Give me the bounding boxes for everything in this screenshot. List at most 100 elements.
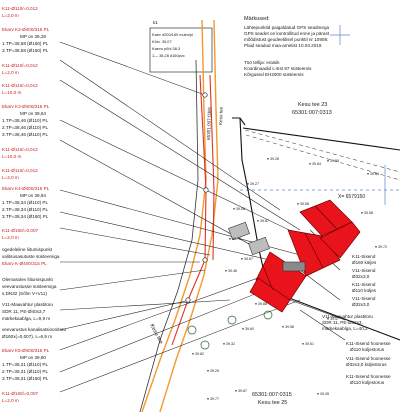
inlet-label: V11-Sisend: [352, 268, 376, 273]
elevation-label: 39.77: [210, 397, 219, 401]
elevation-label: 39.58: [300, 202, 309, 206]
manhole-label: Ekarv K4-Ø400/315 PL: [2, 186, 50, 191]
notes-line: mõõdistust geodeetilisel punktil nr 1090…: [244, 37, 328, 42]
elevation-label: 39.46: [228, 269, 237, 273]
elevation-dot: [255, 303, 257, 305]
manhole-label: 2.TP=38,34 (Ø110) PL: [2, 207, 48, 212]
elevation-label: 39.64: [370, 172, 379, 176]
inlet-label: Ø110 küljestorus: [350, 347, 385, 352]
sewer-pipe-label: veevarustus kanalisatsioonitoru: [2, 327, 67, 332]
manhole-label: 3.TP=38,46 (Ø110) PL: [2, 132, 48, 137]
pipe-label: L=2,0 m: [2, 13, 19, 18]
inlet-label: Ø160 küljes: [352, 260, 377, 265]
manhole-label: 3.TP=38,58 (Ø160) PL: [2, 48, 49, 53]
elevation-dot: [309, 163, 311, 165]
manhole-label: Ekarv K2-Ø400/315 PL: [2, 27, 50, 32]
manhole-label: MP on 39,84: [20, 193, 46, 198]
manhole-label: MP on 39,28: [20, 34, 46, 39]
elevation-label: 39.87: [260, 219, 269, 223]
elevation-label: 39.58: [285, 325, 294, 329]
inlet-label: K11-Sisend hoonesse: [346, 374, 391, 379]
vertical-street-name: Kesu tee: [218, 106, 224, 125]
elevation-label: 39.08: [236, 207, 245, 211]
elevation-dot: [257, 220, 259, 222]
pipe-label: K11-Ø110/=0,012: [2, 6, 38, 11]
elevation-dot: [233, 208, 235, 210]
elevation-dot: [375, 246, 377, 248]
inlet-label: Ø110 küljestorus: [350, 380, 385, 385]
building-red: [249, 199, 361, 313]
connection-label: veevarustusse süsteemiga: [2, 284, 57, 289]
leader-lines: [59, 41, 346, 393]
manhole-label: 1.TP=38,31 (Ø110) PL: [2, 362, 48, 367]
sewer-pipe-label: Ø160x(=0,007), L=6,9 m: [2, 334, 52, 339]
elevation-dot: [297, 203, 299, 205]
pipe-labels-right: K11-Sisend Ø160 küljes V11-Sisend Ø32x3,…: [322, 254, 391, 385]
inlet-label: Ø32x3,0: [352, 302, 370, 307]
elevation-dot: [367, 173, 369, 175]
inlet-label: Ø32x3,0: [352, 274, 370, 279]
elevation-points: 39.8439.5539.6439.2839.2739.0839.5839.58…: [192, 157, 387, 401]
legend-title: k1: [153, 20, 158, 25]
notes-heading: Märkused:: [244, 16, 270, 22]
inlet-label: V11-Sisend hoonesse: [346, 356, 391, 361]
elevation-dot: [192, 353, 194, 355]
elevation-dot: [207, 398, 209, 400]
elevation-label: 39.27: [250, 182, 259, 186]
inlet-label: K11-Sisend: [352, 282, 376, 287]
pipe-label: K11-Ø110/=0,012: [2, 168, 38, 173]
elevation-label: 39.67: [244, 257, 253, 261]
tree: [187, 310, 273, 350]
connection-label: Ekarv K-Ø400/315 PL: [2, 261, 47, 266]
pipe-label: K11-Ø110/=0,012: [2, 83, 38, 88]
inlet-label: Ø110 küljes: [352, 288, 377, 293]
manhole-label: 1.TP=38,58 (Ø160) PL: [2, 41, 49, 46]
elevation-dot: [282, 326, 284, 328]
connection-label: Olemasolev liitumispunkt: [2, 277, 54, 282]
connection-label: s.DN32 (Sõlm V+V11): [2, 291, 47, 296]
elevation-label: 39.88: [258, 302, 267, 306]
elevation-dot: [247, 183, 249, 185]
elevation-label: 39.82: [195, 352, 204, 356]
parcel-address-bottom: Kesu tee 25: [258, 400, 287, 406]
inlet-label: V11-Sisend: [352, 296, 376, 301]
inlet-label: K11-Sisend: [352, 254, 376, 259]
legend-line: Kaevu põhi 38,3: [152, 46, 180, 51]
manhole-label: 3.TP=38,34 (Ø160) PL: [2, 214, 49, 219]
shed: [228, 221, 306, 272]
elevation-label: 39.28: [270, 157, 279, 161]
pipe-label: K11-Ø160/=0,007: [2, 228, 38, 233]
elevation-dot: [235, 390, 237, 392]
pipe-label: K11-Ø160/=0,007: [2, 391, 38, 396]
client-line: Töö tellija: eraisik: [244, 60, 280, 65]
pipe-label: L=10,0 m: [2, 154, 21, 159]
legend-line: 1— 38,28 d160pvc: [152, 53, 185, 58]
elevation-dot: [267, 158, 269, 160]
elevation-dot: [327, 160, 329, 162]
elevation-dot: [327, 318, 329, 320]
elevation-label: 39.32: [226, 342, 235, 346]
elevation-dot: [302, 343, 304, 345]
elevation-dot: [223, 343, 225, 345]
water-pipe-label: SDR 11, PE-Ø40x3,7: [2, 309, 46, 314]
elevation-dot: [242, 328, 244, 330]
connection-label: ogedeleline liitumispunkt: [2, 247, 53, 252]
pipe-label: L=10,0 m: [2, 90, 21, 95]
pipe-label: L=2,0 m: [2, 175, 19, 180]
elevation-label: 39.57: [330, 317, 339, 321]
pipe-label: K11-Ø110/=0,012: [2, 147, 38, 152]
elevation-dot: [317, 393, 319, 395]
elevation-label: 39.60: [245, 327, 254, 331]
water-pipe-label: V11-Maavahtur plastitoru: [2, 302, 53, 307]
manhole-label: 3.TP=38,31 (Ø160) PL: [2, 376, 49, 381]
manhole-label: MP on 39,80: [20, 355, 46, 360]
pipe-labels-left: K11-Ø110/=0,012 L=2,0 m Ekarv K2-Ø400/31…: [2, 6, 67, 403]
inlet-label: K11-Sisend hoonesse: [346, 341, 391, 346]
coordinate-grid: [240, 25, 400, 205]
notes-line: GPS seadet on kontrollitud enne ja päras…: [244, 31, 330, 36]
manhole-label: Ekarv K3-Ø400/315 PL: [2, 104, 50, 109]
manhole-label: Ekarv K5-Ø400/315 PL: [2, 348, 50, 353]
water-pipe-label: V11-Maavahtur plastitoru: [322, 314, 373, 319]
